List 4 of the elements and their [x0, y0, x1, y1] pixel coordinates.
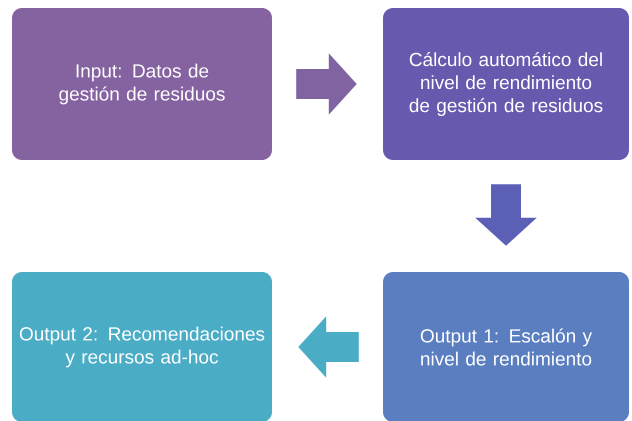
process-box: Cálculo automático del nivel de rendimiento de gestión de residuos [383, 8, 629, 160]
process-box: Input: Datos de gestión de residuos [12, 8, 272, 160]
process-box: Output 2: Recomendaciones y recursos ad-hoc [12, 272, 272, 421]
process-box: Output 1: Escalón y nivel de rendimiento [383, 272, 629, 421]
